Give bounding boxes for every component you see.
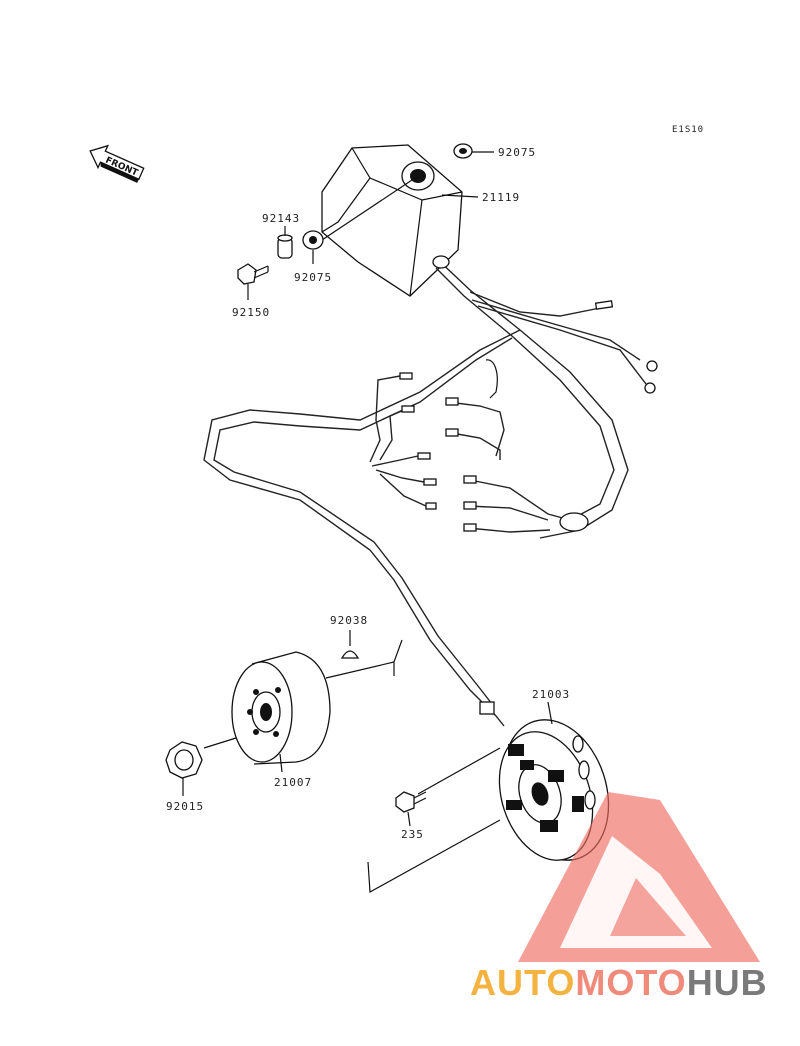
label-21003: 21003 [532,688,570,701]
label-92038: 92038 [330,614,368,627]
woodruff-key-92038 [340,630,360,659]
label-92015: 92015 [166,800,204,813]
label-92075-left: 92075 [294,271,332,284]
grommet-92075-top [453,143,494,159]
watermark-logo-icon [518,792,760,962]
label-21119: 21119 [482,191,520,204]
label-92150: 92150 [232,306,270,319]
nut-92015 [165,741,203,796]
watermark-brand-text: AUTOMOTOHUB [470,962,768,1004]
brand-part-auto: AUTO [470,962,576,1003]
label-21007: 21007 [274,776,312,789]
brand-part-hub: HUB [686,962,768,1003]
diagram-code: E1S10 [672,125,704,135]
brand-part-moto: MOTO [575,962,687,1003]
stator-21003 [479,701,610,861]
collar-92143 [277,226,293,259]
label-235: 235 [401,828,424,841]
wiring-harness [203,255,658,707]
label-92143: 92143 [262,212,300,225]
cdi-unit-21119 [321,144,463,297]
label-92075-top: 92075 [498,146,536,159]
front-arrow-icon: FRONT [89,144,145,183]
bolt-92150 [237,263,269,300]
screw-235 [395,791,427,827]
flywheel-21007 [231,651,331,773]
grommet-92075-left [302,230,324,264]
